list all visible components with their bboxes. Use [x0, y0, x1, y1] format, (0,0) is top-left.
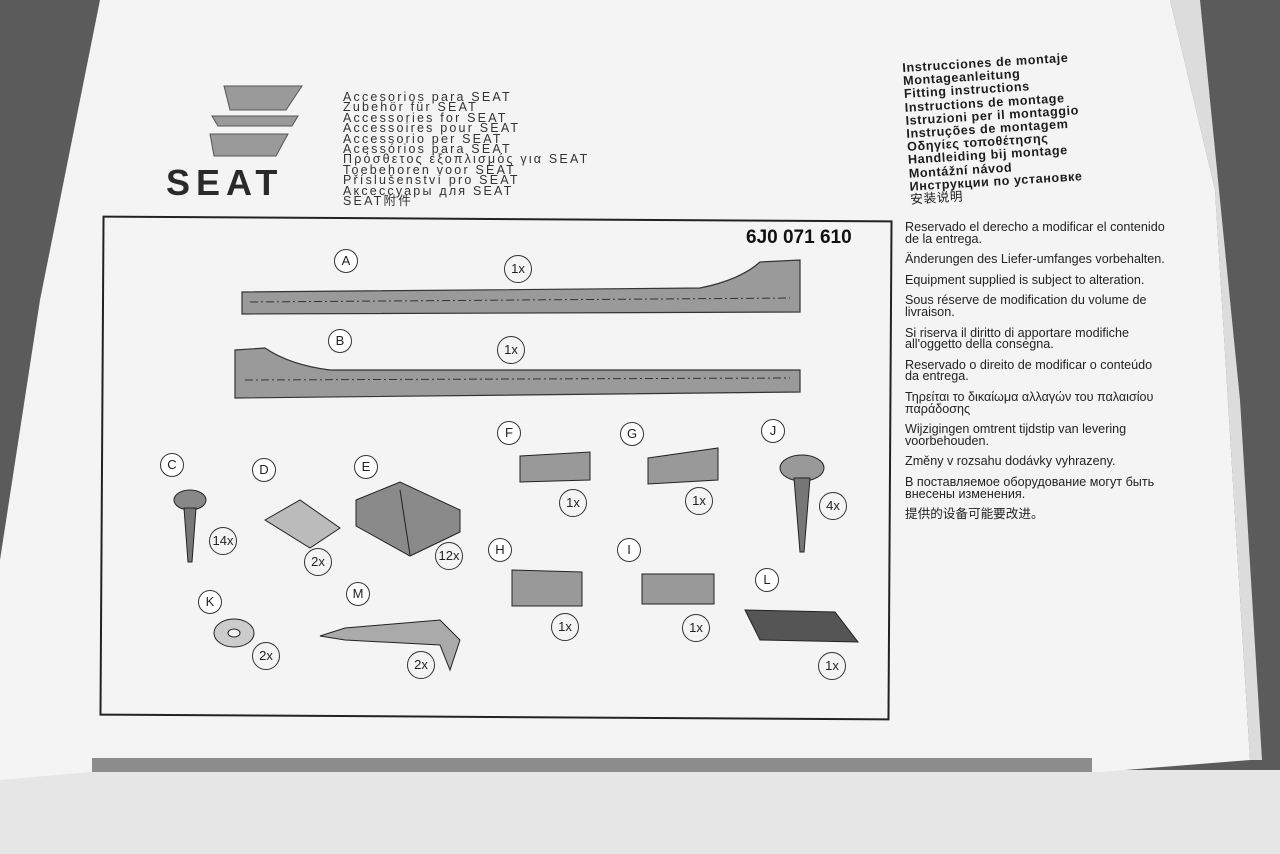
rail-b-drawing	[234, 347, 801, 399]
part-qty-b: 1x	[497, 336, 525, 364]
accessory-line: Accesorios para SEAT	[343, 90, 512, 104]
accessory-line: Аксессуары для SEAT	[343, 183, 514, 198]
accessory-line: Toebehoren voor SEAT	[343, 162, 517, 177]
part-qty-h: 1x	[551, 613, 579, 641]
pad-f-drawing	[519, 451, 591, 483]
pad-g-drawing	[647, 447, 719, 485]
accessory-line: SEAT附件	[343, 194, 413, 209]
pad-i-drawing	[641, 573, 715, 605]
note: Equipment supplied is subject to alterat…	[905, 272, 1145, 287]
note: 提供的设备可能要改进。	[905, 507, 1044, 522]
note: Sous réserve de modification du volume d…	[905, 293, 1147, 319]
seat-logo-emblem	[206, 82, 306, 160]
washer-k-drawing	[213, 618, 255, 648]
part-label-m: M	[346, 582, 370, 606]
part-qty-d: 2x	[304, 548, 332, 576]
part-qty-i: 1x	[682, 614, 710, 642]
part-qty-a: 1x	[504, 255, 532, 283]
note: Reservado el derecho a modificar el cont…	[905, 220, 1165, 246]
pad-h-drawing	[511, 569, 583, 607]
note: Wijzigingen omtrent tijdstip van leverin…	[905, 422, 1127, 448]
accessory-line: Příslušenství pro SEAT	[343, 173, 520, 188]
seat-logo-text: SEAT	[166, 162, 284, 203]
part-label-g: G	[620, 422, 644, 446]
part-label-h: H	[488, 538, 512, 562]
accessory-line: Acessórios para SEAT	[343, 142, 512, 157]
part-number: 6J0 071 610	[746, 227, 852, 248]
instructions-headings: Instrucciones de montaje Montageanleitun…	[902, 46, 1170, 207]
part-qty-f: 1x	[559, 489, 587, 517]
accessories-list: Accesorios para SEAT Zubehör für SEAT Ac…	[343, 90, 590, 209]
part-qty-g: 1x	[685, 487, 713, 515]
accessory-line: Accessoires pour SEAT	[343, 121, 521, 136]
part-qty-l: 1x	[818, 652, 846, 680]
note: В поставляемое оборудование могут быть в…	[905, 474, 1155, 501]
part-label-a: A	[334, 249, 358, 273]
note: Τηρείται το δικαίωμα αλλαγών του παλαισί…	[905, 389, 1154, 416]
part-label-d: D	[252, 458, 276, 482]
parts-diagram-frame	[99, 215, 893, 721]
screw-j-drawing	[779, 454, 825, 553]
part-qty-k: 2x	[252, 642, 280, 670]
part-qty-e: 12x	[435, 542, 463, 570]
part-qty-j: 4x	[819, 492, 847, 520]
accessory-line: Zubehör für SEAT	[343, 100, 479, 115]
block-e-drawing	[355, 481, 461, 557]
part-qty-m: 2x	[407, 651, 435, 679]
part-label-f: F	[497, 421, 521, 445]
part-label-l: L	[755, 568, 779, 592]
note: Změny v rozsahu dodávky vyhrazeny.	[905, 454, 1116, 469]
part-label-j: J	[761, 419, 785, 443]
tube-m-drawing	[319, 619, 461, 672]
part-label-e: E	[354, 455, 378, 479]
clip-d-drawing	[264, 499, 341, 549]
note: Reservado o direito de modificar o conte…	[905, 357, 1153, 384]
background-surface	[0, 770, 1280, 854]
part-label-i: I	[617, 538, 641, 562]
accessory-line: Accessories for SEAT	[343, 110, 508, 125]
part-label-b: B	[328, 329, 352, 353]
rail-a-drawing	[241, 259, 801, 315]
part-label-k: K	[198, 590, 222, 614]
tape-l-drawing	[744, 609, 860, 643]
alteration-notes: Reservado el derecho a modificar el cont…	[905, 220, 1165, 530]
next-section-bar	[92, 758, 1092, 772]
note: Änderungen des Liefer-umfanges vorbehalt…	[905, 252, 1165, 267]
accessory-line: Πρόσθετος εξοπλισμός για SEAT	[343, 152, 590, 167]
note: Si riserva il diritto di apportare modif…	[905, 325, 1129, 352]
accessory-line: Accessorio per SEAT	[343, 131, 503, 146]
part-label-c: C	[160, 453, 184, 477]
screw-c-drawing	[173, 489, 207, 563]
part-qty-c: 14x	[209, 527, 237, 555]
